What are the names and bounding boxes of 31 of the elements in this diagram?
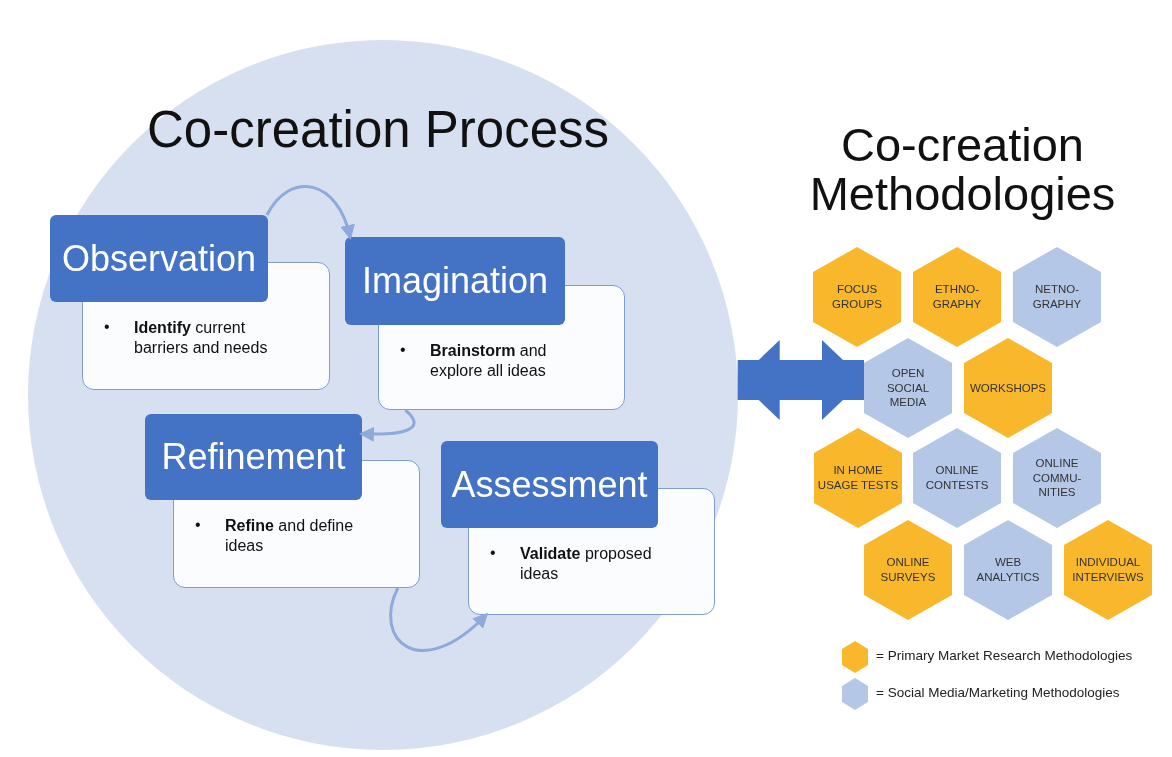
method-label: ONLINE COMMU- NITIES bbox=[1031, 455, 1083, 501]
double-arrow bbox=[737, 340, 864, 420]
process-title: Co-creation Process bbox=[147, 100, 609, 159]
curved-arrow bbox=[359, 408, 416, 442]
method-label: ONLINE SURVEYS bbox=[879, 555, 937, 585]
method-label: IN HOME USAGE TESTS bbox=[816, 463, 900, 493]
step-header: Assessment bbox=[441, 441, 658, 528]
step-header: Imagination bbox=[345, 237, 565, 325]
legend-text: = Social Media/Marketing Methodologies bbox=[876, 685, 1120, 700]
method-label: NETNO- GRAPHY bbox=[1031, 282, 1083, 312]
curved-arrow bbox=[389, 587, 489, 652]
bullet-text: Validate proposed ideas bbox=[520, 544, 653, 584]
section-title: Co-creation Methodologies bbox=[808, 120, 1117, 219]
bullet-point: • bbox=[104, 318, 110, 336]
step-header: Observation bbox=[50, 215, 268, 302]
method-label: INDIVIDUAL INTERVIEWS bbox=[1071, 555, 1145, 585]
method-label: ONLINE CONTESTS bbox=[924, 463, 990, 493]
bullet-point: • bbox=[400, 341, 406, 359]
bullet-point: • bbox=[490, 544, 496, 562]
method-label: OPEN SOCIAL MEDIA bbox=[885, 365, 931, 411]
legend-text: = Primary Market Research Methodologies bbox=[876, 648, 1133, 663]
curved-arrow bbox=[265, 185, 355, 240]
step-header: Refinement bbox=[145, 414, 362, 500]
bullet-text: Refine and define ideas bbox=[225, 516, 355, 556]
method-label: FOCUS GROUPS bbox=[831, 282, 883, 312]
method-label: WORKSHOPS bbox=[968, 380, 1047, 396]
bullet-text: Identify current barriers and needs bbox=[134, 318, 269, 358]
bullet-point: • bbox=[195, 516, 201, 534]
bullet-text: Brainstorm and explore all ideas bbox=[430, 341, 548, 381]
method-label: WEB ANALYTICS bbox=[975, 555, 1041, 585]
method-label: ETHNO- GRAPHY bbox=[931, 282, 983, 312]
